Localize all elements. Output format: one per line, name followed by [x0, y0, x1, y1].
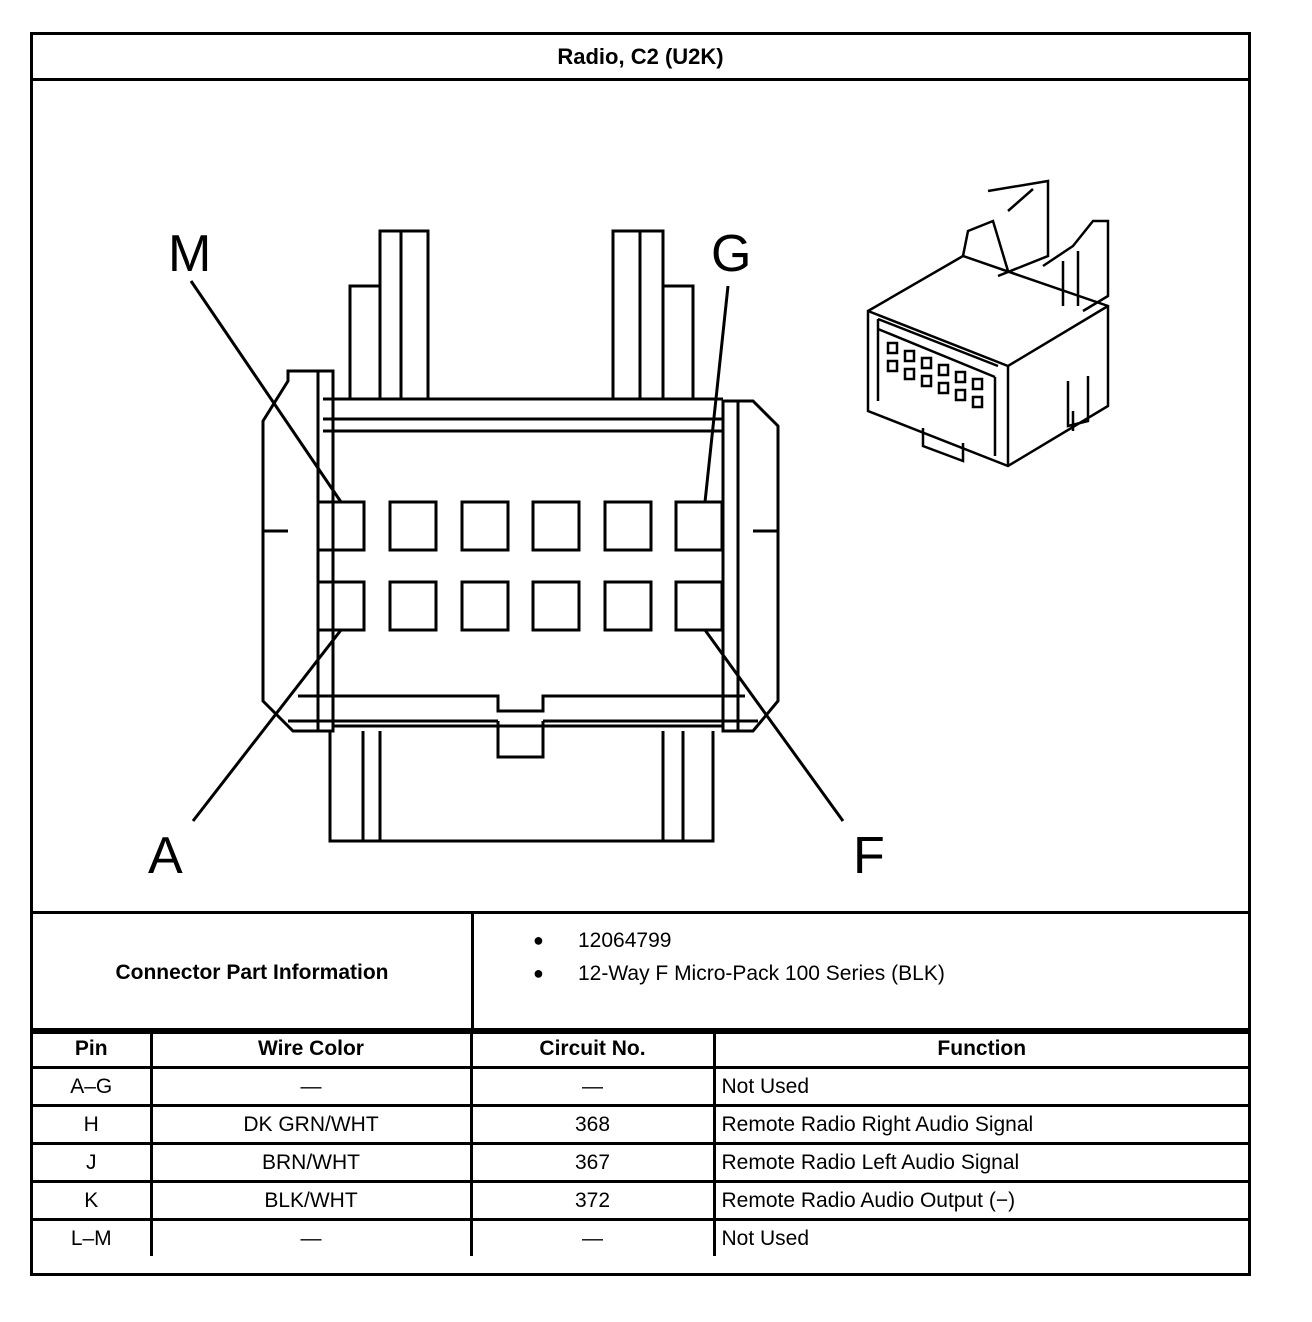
cell-pin: K — [33, 1180, 153, 1221]
cell-pin: L–M — [33, 1218, 153, 1256]
cell-wire-color: — — [149, 1066, 473, 1107]
connector-diagram: M G A F — [33, 81, 1248, 911]
cell-circuit: 372 — [469, 1180, 716, 1221]
cell-pin: J — [33, 1142, 153, 1183]
table-header-row: Pin Wire Color Circuit No. Function — [33, 1028, 1248, 1069]
connector-face-drawing: M G A F — [148, 179, 1110, 885]
part-info-label: Connector Part Information — [33, 914, 474, 1031]
leader-f — [703, 629, 845, 822]
connector-sheet: Radio, C2 (U2K) — [30, 32, 1251, 1276]
part-info-list: ● 12064799 ● 12-Way F Micro-Pack 100 Ser… — [474, 914, 1248, 1031]
part-info-item: ● 12064799 — [474, 924, 1248, 957]
pin-label-m: M — [168, 225, 211, 283]
pin-cavity — [674, 500, 724, 552]
cell-function: Remote Radio Left Audio Signal — [712, 1142, 1248, 1183]
pin-label-g: G — [711, 225, 751, 283]
cell-function: Remote Radio Right Audio Signal — [712, 1104, 1248, 1145]
table-row: L–M — — Not Used — [33, 1218, 1248, 1256]
pin-cavity — [531, 500, 581, 552]
cell-circuit: 367 — [469, 1142, 716, 1183]
pin-cavity — [460, 580, 510, 632]
part-number: 12064799 — [578, 928, 672, 952]
housing-right-wall — [721, 399, 780, 733]
pinout-table: Pin Wire Color Circuit No. Function A–G … — [33, 1028, 1248, 1256]
polarity-key — [496, 721, 545, 759]
table-row: A–G — — Not Used — [33, 1066, 1248, 1107]
cell-function: Not Used — [712, 1218, 1248, 1256]
pin-cavity — [674, 580, 724, 632]
pin-label-a: A — [148, 827, 183, 885]
pin-cavity — [316, 580, 366, 632]
cell-circuit: 368 — [469, 1104, 716, 1145]
pin-cavity — [603, 580, 653, 632]
header-function: Function — [712, 1028, 1248, 1069]
cell-pin: H — [33, 1104, 153, 1145]
cell-pin: A–G — [33, 1066, 153, 1107]
cell-circuit: — — [469, 1066, 716, 1107]
cell-wire-color: — — [149, 1218, 473, 1256]
table-row: J BRN/WHT 367 Remote Radio Left Audio Si… — [33, 1142, 1248, 1183]
leader-m — [189, 280, 343, 503]
leader-a — [191, 629, 343, 822]
pin-cavity — [388, 580, 438, 632]
bullet-icon: ● — [533, 930, 544, 950]
pin-label-f: F — [853, 827, 885, 885]
cell-circuit: — — [469, 1218, 716, 1256]
pin-row-bottom — [316, 580, 724, 632]
table-row: H DK GRN/WHT 368 Remote Radio Right Audi… — [33, 1104, 1248, 1145]
cell-function: Not Used — [712, 1066, 1248, 1107]
pin-cavity — [531, 580, 581, 632]
cell-wire-color: BLK/WHT — [149, 1180, 473, 1221]
pin-cavity — [603, 500, 653, 552]
cell-wire-color: BRN/WHT — [149, 1142, 473, 1183]
pin-cavity — [388, 500, 438, 552]
part-info-item: ● 12-Way F Micro-Pack 100 Series (BLK) — [474, 957, 1248, 990]
connector-part-info: Connector Part Information ● 12064799 ● … — [33, 911, 1248, 1034]
cavity-block — [331, 429, 725, 728]
pin-cavity — [316, 500, 366, 552]
latch-right — [611, 229, 695, 399]
cell-function: Remote Radio Audio Output (−) — [712, 1180, 1248, 1221]
connector-3d-illustration — [866, 179, 1110, 468]
bottom-band — [298, 694, 745, 713]
pin-cavity — [460, 500, 510, 552]
bullet-icon: ● — [533, 963, 544, 983]
latch-left — [348, 229, 430, 399]
leader-g — [703, 285, 730, 503]
header-circuit: Circuit No. — [469, 1028, 716, 1069]
page-title: Radio, C2 (U2K) — [33, 35, 1248, 81]
header-wire-color: Wire Color — [149, 1028, 473, 1069]
skirt — [328, 731, 715, 843]
header-pin: Pin — [33, 1028, 153, 1069]
table-row: K BLK/WHT 372 Remote Radio Audio Output … — [33, 1180, 1248, 1221]
part-description: 12-Way F Micro-Pack 100 Series (BLK) — [578, 961, 945, 985]
cell-wire-color: DK GRN/WHT — [149, 1104, 473, 1145]
pin-row-top — [316, 500, 724, 552]
